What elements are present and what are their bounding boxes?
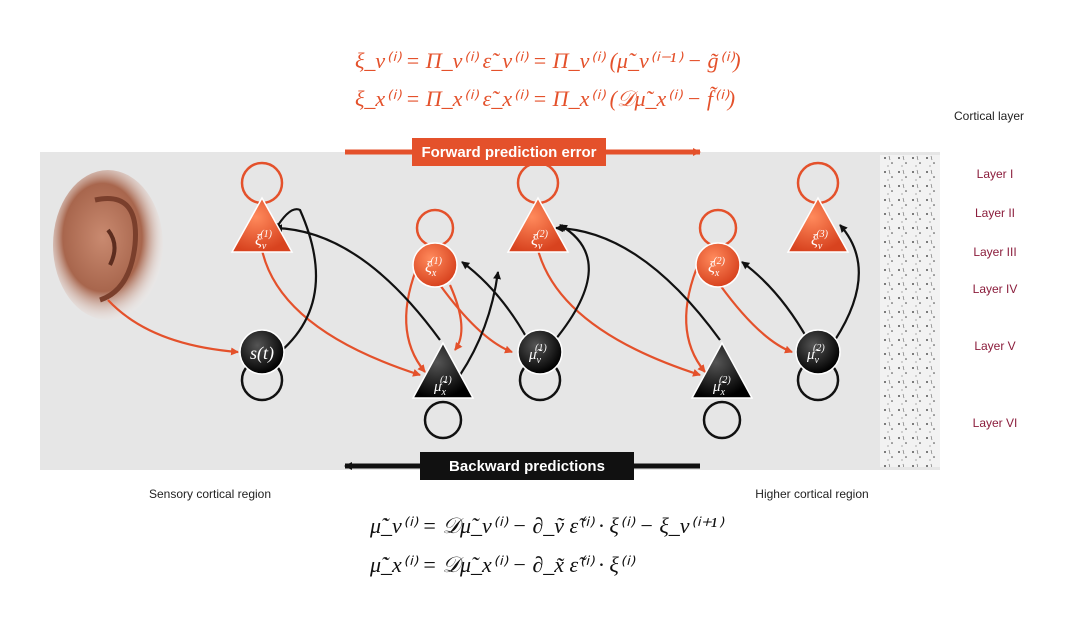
layer-label: Layer VI (973, 416, 1018, 430)
black-connections (274, 208, 860, 376)
cortex-histology-image (880, 155, 940, 467)
backward-predictions-banner: Backward predictions (344, 452, 700, 480)
xi-v2-node: ξv(2) (506, 196, 570, 253)
equation-mu-x-dot: μ̃̇_x⁽ⁱ⁾ = 𝒟μ̃_x⁽ⁱ⁾ − ∂_x̃ ε̃⁽ⁱ⁾ · ξ⁽ⁱ⁾ (369, 552, 636, 577)
xi-x2-node: ξx(2) (695, 242, 741, 288)
equation-mu-v-dot: μ̃̇_v⁽ⁱ⁾ = 𝒟μ̃_v⁽ⁱ⁾ − ∂_ṽ ε̃⁽ⁱ⁾ · ξ⁽ⁱ⁾ −… (369, 513, 725, 538)
equation-xi-v: ξ_v⁽ⁱ⁾ = Π_v⁽ⁱ⁾ ε̃_v⁽ⁱ⁾ = Π_v⁽ⁱ⁾ (μ̃_v⁽ⁱ… (355, 48, 741, 73)
top-card (300, 0, 745, 130)
xi-v1-node: ξv(1) (230, 196, 294, 253)
forward-prediction-error-banner: Forward prediction error (345, 138, 701, 166)
layer-labels: Layer I Layer II Layer III Layer IV Laye… (973, 167, 1018, 430)
bottom-card (300, 474, 745, 608)
xi-x1-node: ξx(1) (412, 242, 458, 288)
layer-label: Layer III (973, 245, 1016, 259)
mu-v2-node: μ̃v(2) (795, 329, 841, 375)
ear-image (53, 170, 163, 320)
mu-v1-node: μ̃v(1) (517, 329, 563, 375)
cortical-layer-title: Cortical layer (954, 109, 1024, 123)
xi-v3-node: ξv(3) (786, 196, 850, 253)
layer-label: Layer IV (973, 282, 1018, 296)
higher-region-label: Higher cortical region (755, 487, 868, 501)
layer-label: Layer I (977, 167, 1014, 181)
mu-x1-node: μ̃x(1) (411, 341, 475, 399)
sensory-region-label: Sensory cortical region (149, 487, 271, 501)
s-t-node: s(t) (239, 329, 285, 375)
equation-xi-x: ξ_x⁽ⁱ⁾ = Π_x⁽ⁱ⁾ ε̃_x⁽ⁱ⁾ = Π_x⁽ⁱ⁾ (𝒟μ̃_x⁽… (355, 86, 735, 111)
forward-banner-label: Forward prediction error (421, 144, 596, 161)
layer-label: Layer V (974, 339, 1015, 353)
backward-banner-label: Backward predictions (449, 458, 605, 475)
red-connections (107, 249, 793, 377)
mu-x2-node: μ̃x(2) (690, 341, 754, 399)
layer-label: Layer II (975, 206, 1015, 220)
svg-text:s(t): s(t) (250, 343, 274, 364)
